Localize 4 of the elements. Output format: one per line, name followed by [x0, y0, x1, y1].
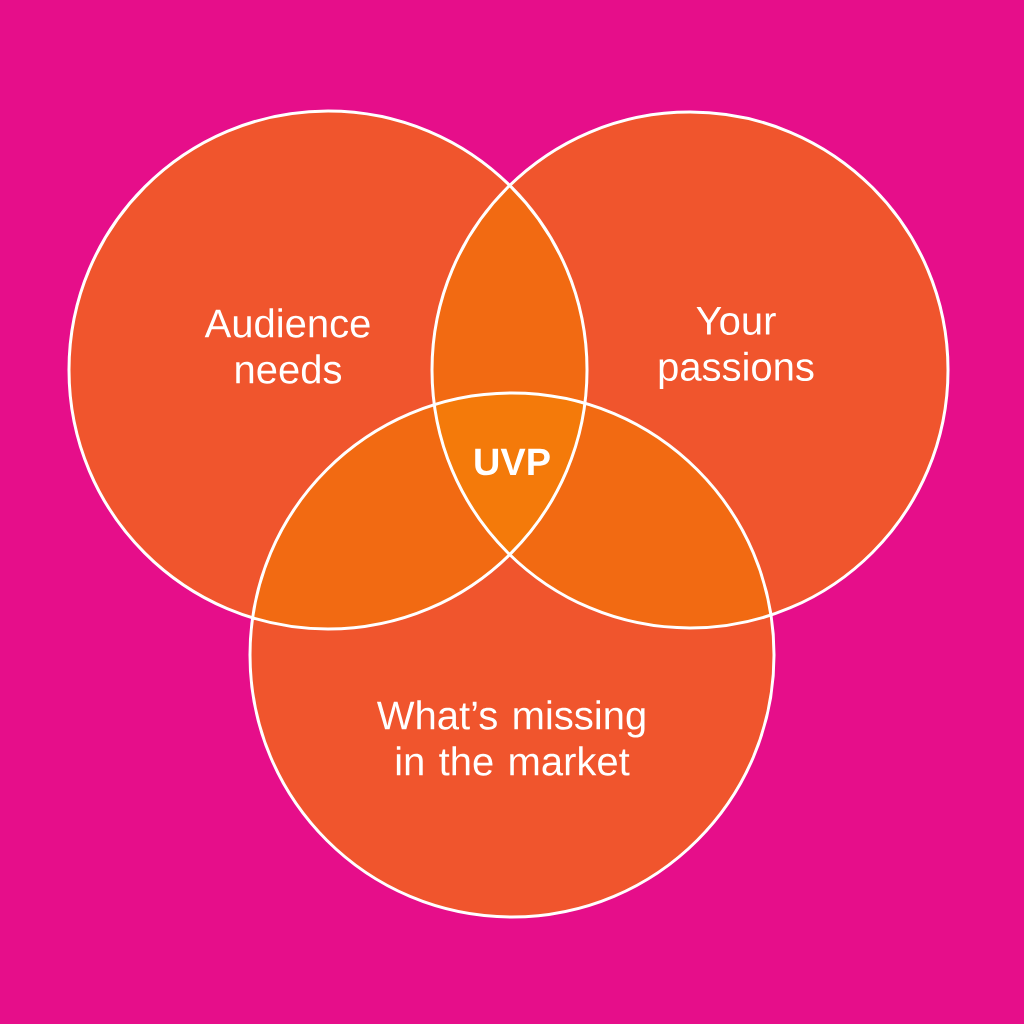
circle-label: Audience needs: [204, 308, 370, 384]
center-label: UVP: [475, 448, 550, 476]
circle-label: What’s missing in the market: [376, 700, 645, 776]
circle-label: Your passions: [659, 307, 814, 389]
